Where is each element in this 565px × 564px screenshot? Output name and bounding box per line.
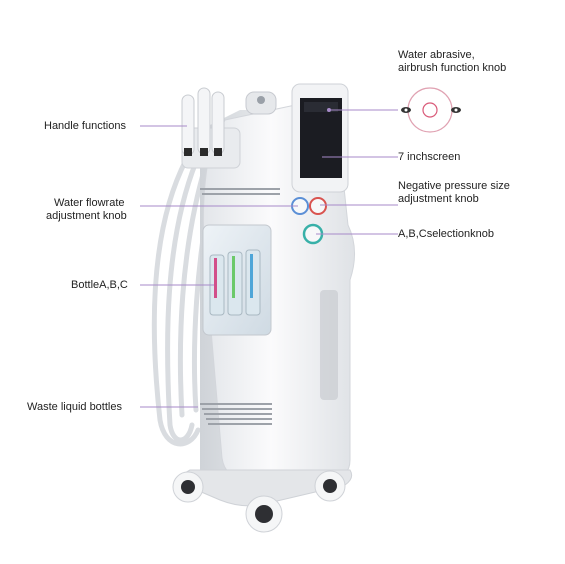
label-waste-bottles: Waste liquid bottles	[27, 401, 122, 413]
label-negative-pressure: Negative pressure size adjustment knob	[398, 180, 510, 206]
screen-unit	[291, 83, 349, 193]
label-selection-knob: A,B,Cselectionknob	[398, 228, 494, 240]
airbrush-left-icon	[401, 107, 411, 113]
side-vent	[320, 290, 338, 400]
top-device	[245, 91, 277, 115]
label-negative-pressure-line1: Negative pressure size	[398, 180, 510, 192]
negative-pressure-knob	[309, 197, 327, 215]
vent-top	[200, 188, 280, 195]
airbrush-right-icon	[451, 107, 461, 113]
handpieces	[181, 87, 225, 156]
casters	[172, 470, 346, 533]
bottles-group	[209, 249, 261, 316]
leader-lines	[140, 109, 398, 408]
label-water-abrasive-line2: airbrush function knob	[398, 62, 507, 74]
label-handle-functions: Handle functions	[44, 120, 126, 132]
label-bottles: BottleA,B,C	[71, 279, 128, 291]
vent-bottom	[200, 403, 272, 425]
label-screen: 7 inchscreen	[398, 151, 461, 163]
label-water-flowrate: Water flowrate adjustment knob	[46, 197, 127, 223]
label-negative-pressure-line2: adjustment knob	[398, 193, 479, 205]
leader-endpoints	[327, 108, 331, 112]
abrasive-knob-illustration	[401, 87, 461, 133]
label-water-flowrate-line1: Water flowrate	[54, 197, 125, 209]
label-water-flowrate-line2: adjustment knob	[46, 210, 127, 222]
label-water-abrasive-line1: Water abrasive,	[398, 49, 475, 61]
label-water-abrasive: Water abrasive, airbrush function knob	[398, 49, 506, 75]
